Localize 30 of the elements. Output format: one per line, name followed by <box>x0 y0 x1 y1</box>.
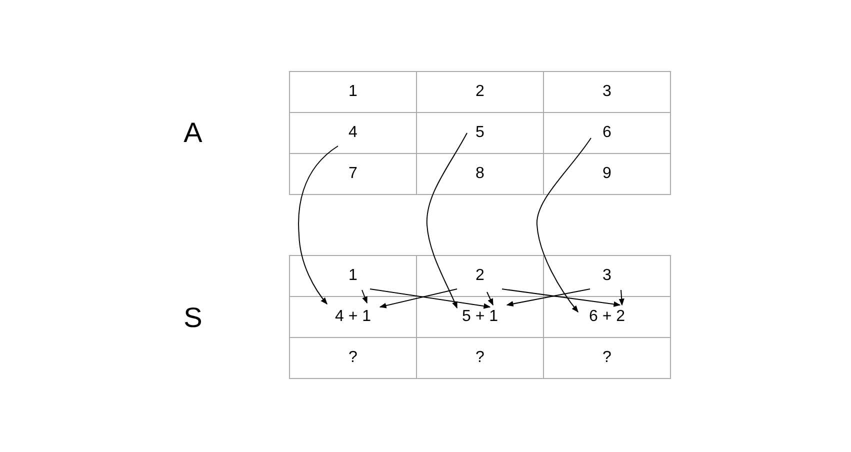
cell-text: ? <box>476 348 484 368</box>
cell-text: ? <box>348 348 358 368</box>
cell-text: 5 + 1 <box>462 307 498 327</box>
cell-text: 7 <box>348 164 358 184</box>
arrow <box>618 290 624 306</box>
arrow <box>370 288 491 309</box>
row-label: A <box>184 119 202 147</box>
cell-text: ? <box>602 348 612 368</box>
cell-text: 9 <box>602 164 612 184</box>
arrow <box>379 288 458 308</box>
arrow <box>486 292 494 306</box>
cell-text: 6 + 2 <box>588 307 626 327</box>
cell-text: 3 <box>602 82 612 102</box>
cell-text: 2 <box>476 266 484 286</box>
cell-text: 1 <box>348 82 358 102</box>
cell-text: 8 <box>476 164 484 184</box>
arrow <box>506 288 590 307</box>
cell-text: 6 <box>602 123 612 143</box>
cell-text: 4 <box>348 123 358 143</box>
row-label: S <box>184 304 202 332</box>
cell-text: 5 <box>476 123 484 143</box>
cell-text: 4 + 1 <box>334 307 372 327</box>
arrow <box>502 288 621 307</box>
arrow <box>362 290 368 304</box>
cell-text: 3 <box>602 266 612 286</box>
cell-text: 1 <box>348 266 358 286</box>
arrow <box>426 132 468 309</box>
arrow <box>298 146 338 305</box>
arrow <box>536 138 592 313</box>
cell-text: 2 <box>476 82 484 102</box>
